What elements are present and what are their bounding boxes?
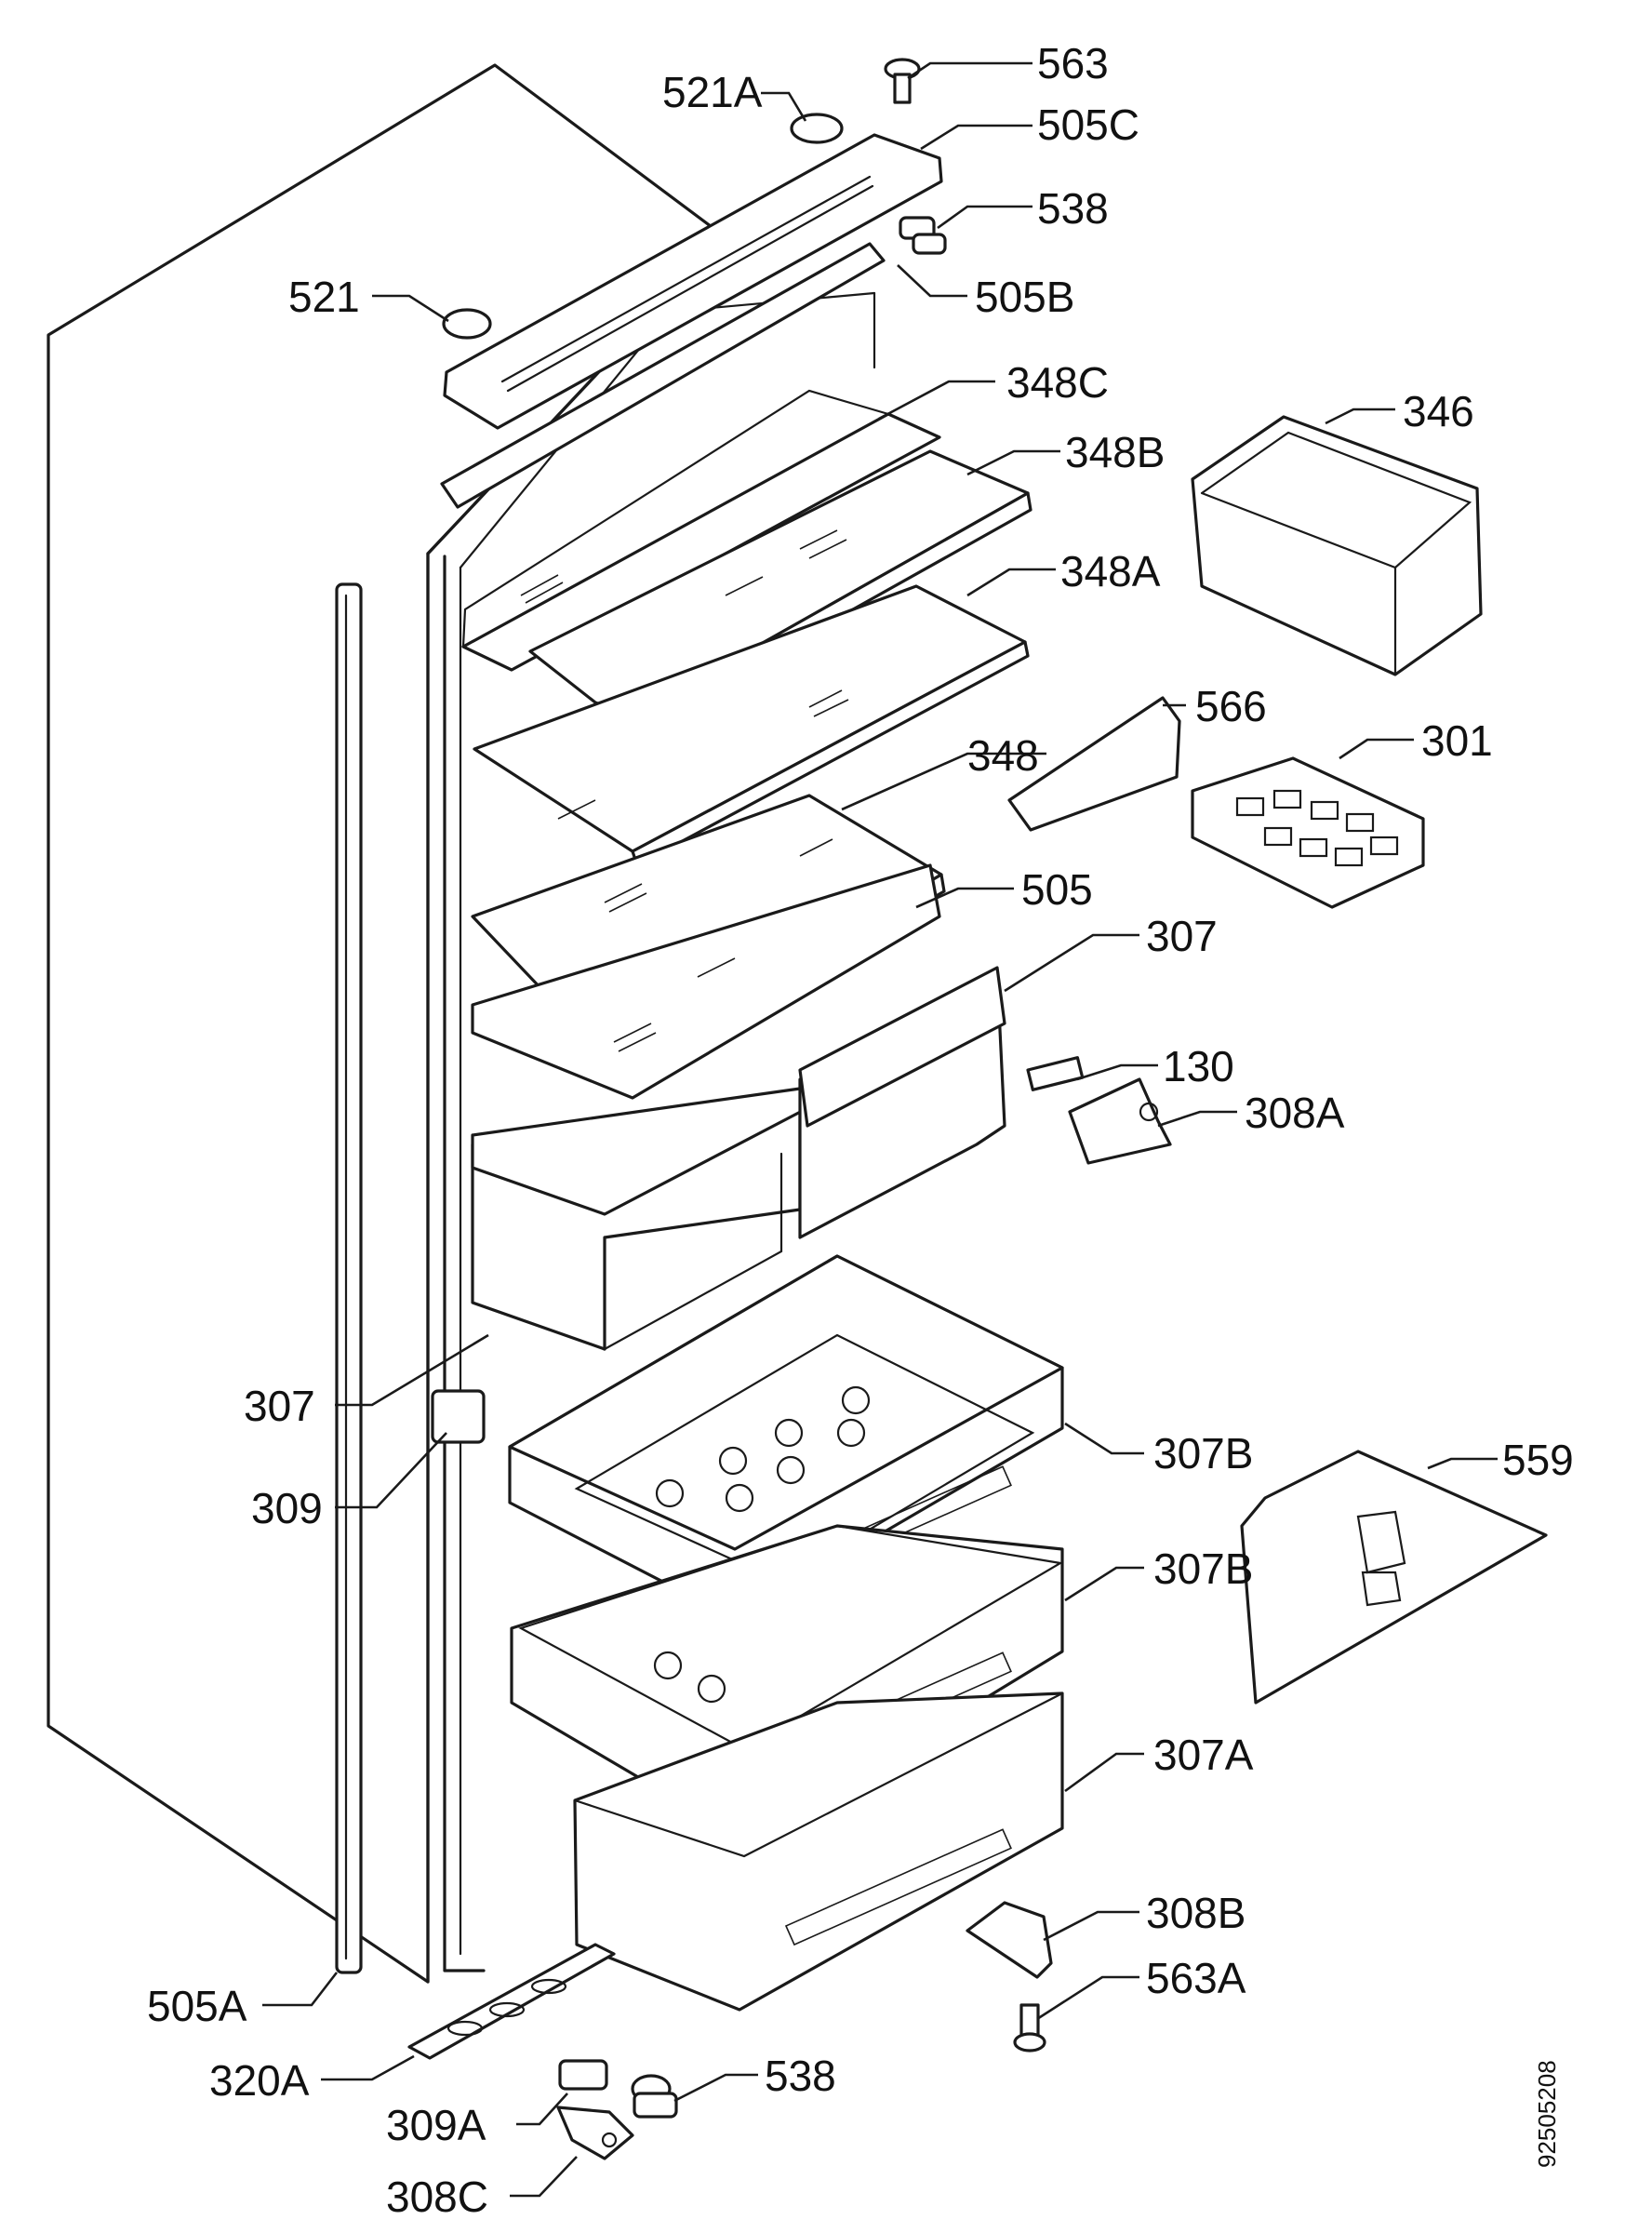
label-307b-1: 307B <box>1153 1429 1253 1478</box>
screw-563a <box>1013 2003 1046 2052</box>
crisper-drawer-307-right <box>798 966 1006 1239</box>
label-563: 563 <box>1037 39 1109 87</box>
label-348b: 348B <box>1065 428 1165 476</box>
hinge-308c <box>556 2106 634 2160</box>
cover-309a <box>558 2059 608 2091</box>
top-trim-505b <box>440 242 886 509</box>
label-307-top: 307 <box>1146 912 1218 960</box>
hinge-538-bottom <box>631 2074 678 2119</box>
label-308a: 308A <box>1245 1089 1345 1137</box>
glass-shelf-505 <box>471 863 941 1100</box>
label-348: 348 <box>967 731 1039 780</box>
bracket-130 <box>1026 1056 1085 1091</box>
label-566: 566 <box>1195 682 1267 730</box>
door-seal-505a <box>335 582 363 1974</box>
shelf-support-309 <box>431 1389 486 1444</box>
hinge-538-top <box>899 216 947 255</box>
plug-563 <box>884 58 921 104</box>
freezer-drawer-307b-upper <box>508 1254 1064 1621</box>
glass-shelf-348c <box>461 389 941 672</box>
glass-shelf-348a <box>473 584 1030 867</box>
label-505c: 505C <box>1037 100 1139 149</box>
label-130: 130 <box>1163 1042 1234 1090</box>
label-348a: 348A <box>1060 547 1161 595</box>
label-309: 309 <box>251 1484 323 1532</box>
freezer-drawer-307b-lower <box>510 1524 1064 1844</box>
label-505a: 505A <box>147 1982 247 2030</box>
label-301: 301 <box>1421 716 1493 765</box>
label-538-bottom: 538 <box>765 2052 836 2100</box>
leader-lines <box>262 61 1498 2198</box>
freezer-drawer-307a <box>573 1691 1064 2012</box>
hinge-cover-521 <box>442 308 492 340</box>
label-348c: 348C <box>1006 358 1109 407</box>
drawing-number: 92505208 <box>1533 2060 1561 2168</box>
label-309a: 309A <box>386 2101 486 2149</box>
hinge-308b <box>966 1901 1053 1979</box>
top-cover-505c <box>443 133 943 430</box>
label-308b: 308B <box>1146 1889 1246 1937</box>
label-559: 559 <box>1502 1436 1574 1484</box>
label-320a: 320A <box>209 2056 310 2105</box>
hinge-cover-521a <box>790 113 844 144</box>
label-307b-2: 307B <box>1153 1544 1253 1593</box>
label-563a: 563A <box>1146 1954 1246 2002</box>
ice-scraper-566 <box>1007 696 1181 832</box>
label-346: 346 <box>1403 387 1474 435</box>
kick-plate-320a <box>407 1943 616 2060</box>
label-538-top: 538 <box>1037 184 1109 233</box>
label-307a: 307A <box>1153 1731 1254 1779</box>
label-308c: 308C <box>386 2173 488 2221</box>
label-521: 521 <box>288 273 360 321</box>
callout-labels: 563 521A 505C 538 521 505B 348C 346 348B… <box>147 39 1574 2221</box>
label-307-left: 307 <box>244 1382 315 1430</box>
label-505b: 505B <box>975 273 1074 321</box>
cabinet <box>47 63 876 1984</box>
butter-box-346 <box>1191 415 1483 676</box>
label-505: 505 <box>1021 865 1093 914</box>
cover-plate-559 <box>1240 1450 1548 1705</box>
ice-cube-tray-301 <box>1191 756 1425 909</box>
label-521a: 521A <box>662 68 763 116</box>
hinge-308a <box>1068 1077 1172 1165</box>
